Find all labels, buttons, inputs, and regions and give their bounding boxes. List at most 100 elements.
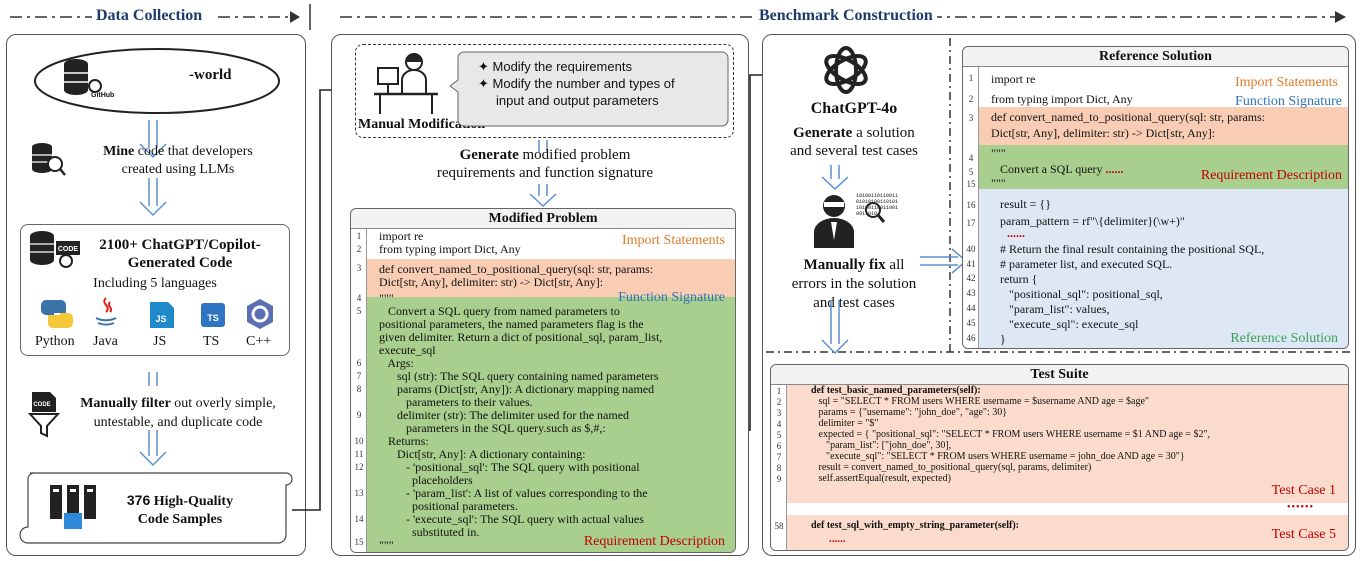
code-line: params = {"username": "john_doe", "age":…	[811, 407, 1008, 418]
js-icon: JS	[150, 302, 174, 328]
lang-java: Java	[93, 334, 118, 349]
code-line: def test_sql_with_empty_string_parameter…	[811, 520, 1020, 531]
ref-convert-text: Convert a SQL query	[991, 162, 1106, 176]
test-suite-box: Test Suite 1 2 3 4 5 6 7 8 9 58 def test…	[770, 364, 1349, 551]
code-line: Convert a SQL query from named parameter…	[379, 304, 620, 318]
fix-rest3: and test cases	[813, 295, 895, 311]
line-number: 45	[966, 318, 976, 328]
code-line: Convert a SQL query ......	[991, 163, 1124, 176]
code-line: parameters to their values.	[379, 395, 533, 409]
ref-ellipsis: ......	[1105, 162, 1124, 176]
code-line: Dict[str, Any], delimiter: str) -> Dict[…	[991, 126, 1216, 140]
line-number: 5	[776, 430, 782, 440]
line-number: 3	[776, 408, 782, 418]
code-line: import re	[379, 229, 424, 243]
filter-icon: CODE	[28, 392, 61, 438]
world-label: -world	[189, 67, 232, 83]
generated-code-title: 2100+ ChatGPT/Copilot-Generated Code	[80, 236, 280, 272]
database-icon	[64, 59, 102, 95]
binary-line: 01010100110101	[856, 199, 899, 205]
code-line: }	[991, 332, 1006, 346]
hq-rest2: Code Samples	[137, 512, 223, 527]
line-number: 14	[354, 514, 364, 524]
lang-js: JS	[153, 334, 167, 349]
code-line: "param_list": values,	[991, 302, 1110, 316]
line-number: 15	[354, 537, 364, 547]
code-line: - 'positional_sql': The SQL query with p…	[379, 460, 640, 474]
line-number: 42	[966, 273, 976, 283]
code-line: param_pattern = rf"\{delimiter}(\w+)"	[991, 214, 1185, 228]
line-number: 5	[968, 167, 974, 177]
mine-database-icon	[32, 143, 66, 176]
ref-ellipsis-2: ......	[1007, 226, 1025, 240]
solution-highlight	[979, 189, 1348, 348]
arrow-down	[139, 430, 167, 467]
line-number: 6	[776, 441, 782, 451]
github-oval	[34, 48, 280, 114]
svg-text:CODE: CODE	[33, 402, 50, 408]
code-line: self.assertEqual(result, expected)	[811, 473, 951, 484]
line-number: 40	[966, 244, 976, 254]
code-database-icon: CODE	[30, 231, 80, 268]
code-line: execute_sql	[379, 343, 436, 357]
manual-modification-box	[355, 44, 734, 138]
code-line: given delimiter. Return a dict of positi…	[379, 330, 663, 344]
gen-rest2: requirements and function signature	[436, 165, 654, 181]
tag-requirement: Requirement Description	[583, 534, 725, 549]
line-number: 1	[356, 231, 362, 241]
code-line: """	[379, 538, 394, 552]
binary-line: 10100110011001	[856, 205, 899, 211]
code-line: sql (str): The SQL query containing name…	[379, 369, 659, 383]
fix-rest2: errors in the solution	[791, 276, 917, 292]
fix-bold: Manually fix	[803, 257, 886, 273]
line-number: 46	[966, 333, 976, 343]
code-line: "execute_sql": "SELECT * FROM users WHER…	[811, 451, 1185, 462]
code-line: parameters in the SQL query.such as $,#,…	[379, 421, 606, 435]
line-number: 41	[966, 259, 976, 269]
filter-rest1: out overly simple,	[170, 396, 276, 411]
line-number: 15	[966, 179, 976, 189]
bullet-1: ✦ Modify the requirements	[478, 59, 632, 74]
line-number: 1	[776, 386, 782, 396]
chat-gen-bold: Generate	[793, 125, 853, 141]
lang-cpp: C++	[246, 334, 272, 349]
code-line: """	[991, 146, 1006, 160]
modified-problem-box: Modified Problem 1 2 3 4 5 6 7 8 9 10 11…	[350, 208, 736, 553]
chat-gen-rest2: and several test cases	[790, 143, 918, 159]
code-line: delimiter = "$"	[811, 418, 879, 429]
arrow-down	[529, 184, 557, 208]
line-number: 9	[356, 410, 362, 420]
code-line: substituted in.	[379, 525, 480, 539]
lang-ts: TS	[203, 334, 220, 349]
code-line: def test_basic_named_parameters(self):	[811, 385, 981, 396]
languages-subtitle: Including 5 languages	[93, 276, 217, 291]
reviewer-person-icon	[814, 195, 854, 248]
tag-signature: Function Signature	[618, 290, 725, 305]
python-icon	[41, 300, 73, 328]
requirement-highlight	[367, 297, 735, 552]
line-number: 4	[356, 293, 362, 303]
code-line: # Return the final result containing the…	[991, 242, 1265, 256]
svg-text:CODE: CODE	[58, 246, 79, 253]
line-number: 2	[776, 397, 782, 407]
test-ellipsis: ......	[829, 533, 846, 545]
benchmark-header: Benchmark Construction	[755, 7, 937, 25]
arrow-down	[139, 178, 167, 217]
line-number: 6	[356, 358, 362, 368]
bullet-3: input and output parameters	[496, 93, 659, 108]
code-line: expected = { "positional_sql": "SELECT *…	[811, 429, 1211, 440]
code-line: params (Dict[str, Any]): A dictionary ma…	[379, 382, 655, 396]
code-line: result = {}	[991, 197, 1051, 211]
panel-dividers	[766, 38, 1352, 353]
mine-rest1: code that developers	[134, 144, 253, 159]
bullet-2: ✦ Modify the number and types of	[478, 76, 675, 91]
code-line: import re	[991, 72, 1036, 86]
speech-bubble	[450, 51, 729, 127]
code-line: placeholders	[379, 473, 473, 487]
filter-rest2: untestable, and duplicate code	[93, 415, 263, 430]
arrow-down	[821, 165, 849, 191]
